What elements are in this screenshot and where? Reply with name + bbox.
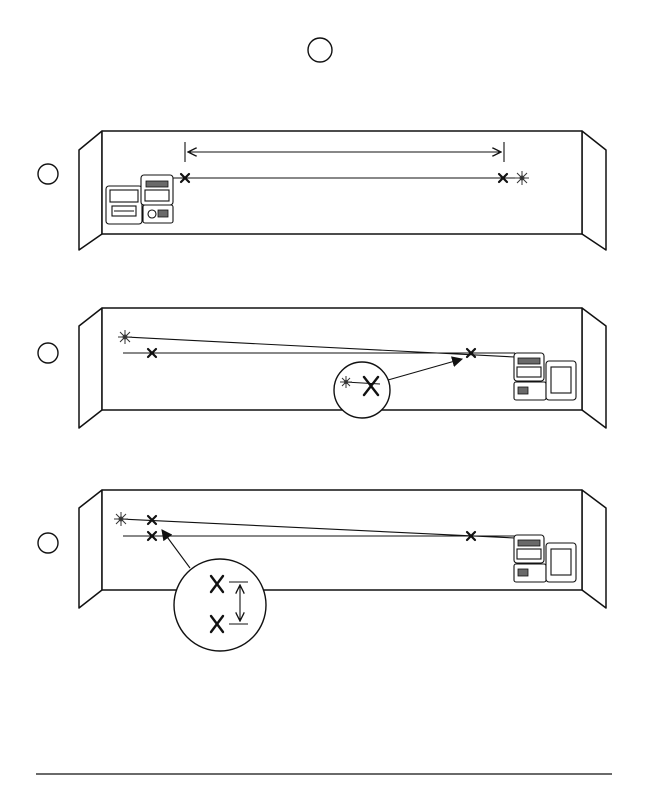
panel-3: [38, 490, 606, 651]
laser-dot: [118, 330, 132, 344]
target-card: [106, 186, 142, 224]
right-wall: [582, 490, 606, 608]
panel-1-step-badge: [38, 164, 58, 184]
header-step-badge: [308, 38, 332, 62]
back-wall: [102, 490, 582, 590]
laser-level-unit: [141, 175, 173, 223]
panel-3-step-badge: [38, 533, 58, 553]
panel-2-step-badge: [38, 343, 58, 363]
left-wall: [79, 308, 102, 428]
left-wall: [79, 131, 102, 250]
laser-dot: [515, 171, 529, 185]
right-wall: [582, 308, 606, 428]
right-wall: [582, 131, 606, 250]
laser-dot: [114, 512, 128, 526]
panel-2: [38, 308, 606, 428]
back-wall: [102, 131, 582, 234]
left-wall: [79, 490, 102, 608]
panel-1: [38, 131, 606, 250]
